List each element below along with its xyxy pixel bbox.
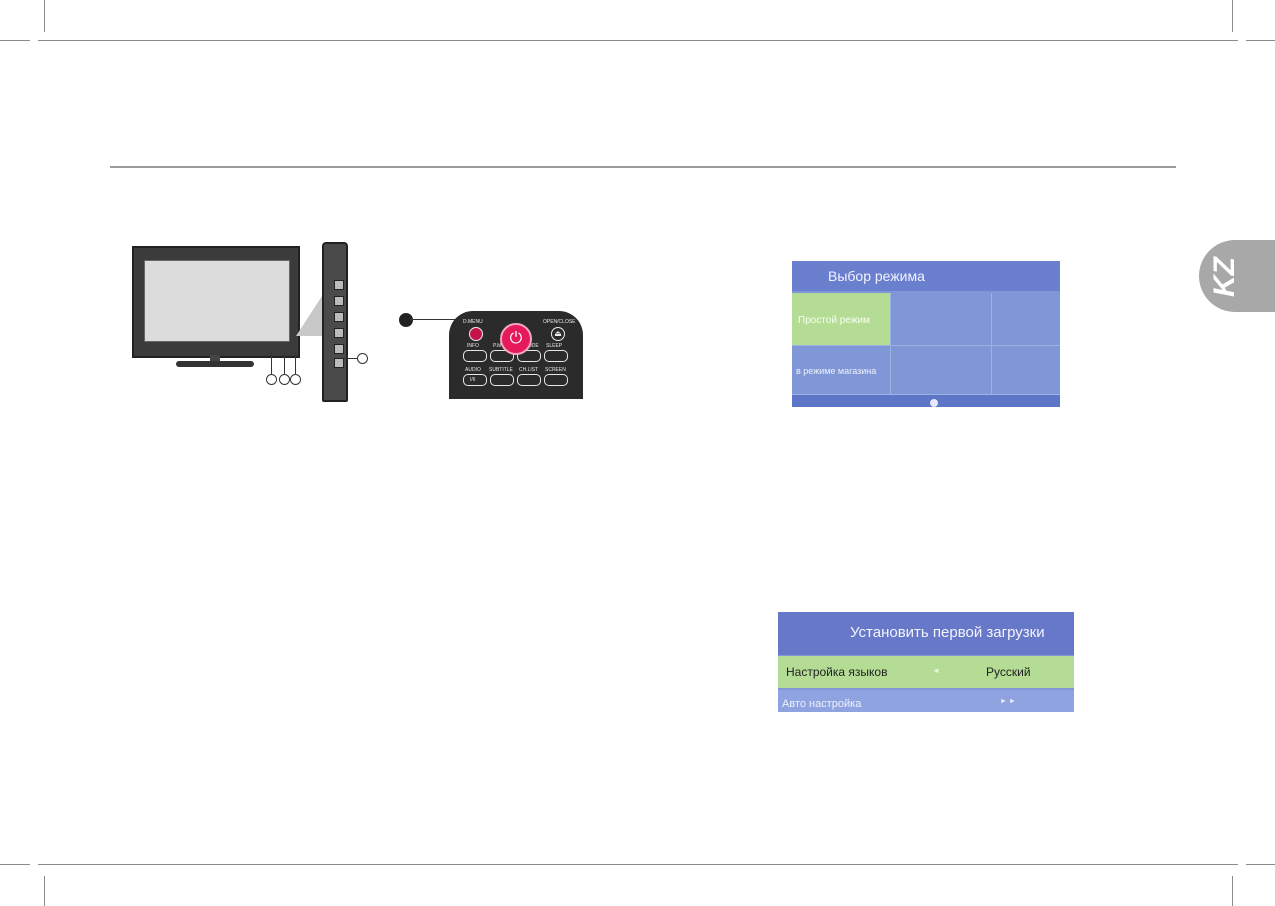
callout-line <box>344 358 358 359</box>
side-button <box>334 280 344 290</box>
remote-control-illustration: D.MENU OPEN/CLOSE ⏏ INFO P.MODE S.MODE S… <box>449 311 583 399</box>
chlist-button <box>517 374 541 386</box>
crop-mark <box>0 864 30 865</box>
mode-menu-item-store: в режиме магазина <box>792 346 891 395</box>
mode-menu-item-simple: Простой режим <box>792 293 891 346</box>
mode-menu-title: Выбор режима <box>828 268 925 284</box>
bottom-frame-line <box>38 864 1238 865</box>
callout-marker <box>357 353 368 364</box>
language-tab: KZ <box>1199 240 1275 312</box>
setup-row-language: Настройка языков ◄ Русский <box>778 656 1074 688</box>
power-icon: ⏻ <box>509 330 523 347</box>
crop-mark <box>44 876 45 906</box>
tv-stand-neck <box>210 355 220 361</box>
arrow-left-icon: ◄ <box>932 666 940 675</box>
crop-mark <box>1246 864 1275 865</box>
sleep-label: SLEEP <box>546 343 563 349</box>
callout-marker <box>266 374 277 385</box>
mode-menu-cell <box>891 293 992 346</box>
sleep-button <box>544 350 568 362</box>
audio-button-sublabel: I/II <box>470 377 476 383</box>
crop-mark <box>0 40 30 41</box>
mode-menu-cell <box>992 293 1060 346</box>
callout-marker <box>290 374 301 385</box>
mode-menu-item-label: Простой режим <box>798 315 870 326</box>
side-button <box>334 296 344 306</box>
subtitle-label: SUBTITLE <box>489 367 513 373</box>
mode-menu-item-label: в режиме магазина <box>796 366 877 376</box>
callout-marker <box>279 374 290 385</box>
crop-mark <box>1246 40 1275 41</box>
setup-menu-header: Установить первой загрузки <box>778 612 1074 655</box>
info-label: INFO <box>467 343 479 349</box>
screen-button <box>544 374 568 386</box>
mode-menu-footer <box>792 395 1060 407</box>
side-button <box>334 312 344 322</box>
setup-row-value: Русский <box>986 665 1031 679</box>
chlist-label: CH.LIST <box>519 367 539 373</box>
mode-select-screenshot: Выбор режима Простой режим в режиме мага… <box>792 261 1060 407</box>
power-button: ⏻ <box>500 323 532 355</box>
crop-mark <box>44 0 45 32</box>
side-button <box>334 328 344 338</box>
tv-side-panel <box>322 242 348 402</box>
ok-icon <box>930 399 938 407</box>
tv-screen <box>144 260 290 342</box>
dmenu-label: D.MENU <box>463 319 483 325</box>
top-frame-line <box>38 40 1238 41</box>
screen-label: SCREEN <box>545 367 566 373</box>
side-button <box>334 358 344 368</box>
mode-menu-cell <box>891 346 992 395</box>
mode-menu-header: Выбор режима <box>792 261 1060 291</box>
openclose-label: OPEN/CLOSE <box>543 319 576 325</box>
setup-row-label: Авто настройка <box>782 698 862 710</box>
audio-label: AUDIO <box>465 367 481 373</box>
callout-line <box>271 352 272 374</box>
crop-mark <box>1232 0 1233 32</box>
setup-row-autotune: Авто настройка ► ► <box>778 690 1074 712</box>
callout-line <box>284 350 285 374</box>
audio-button: I/II <box>463 374 487 386</box>
subtitle-button <box>490 374 514 386</box>
info-button <box>463 350 487 362</box>
side-button <box>334 344 344 354</box>
setup-row-label: Настройка языков <box>786 665 888 679</box>
crop-mark <box>1232 876 1233 906</box>
section-divider <box>110 166 1176 168</box>
tv-stand-base <box>176 361 254 367</box>
callout-line <box>295 352 296 374</box>
mode-menu-cell <box>992 346 1060 395</box>
eject-icon: ⏏ <box>551 327 565 341</box>
language-tab-label: KZ <box>1208 257 1241 297</box>
setup-menu-title: Установить первой загрузки <box>850 624 1045 641</box>
power-callout-dot <box>399 313 413 327</box>
tv-front-illustration <box>132 246 300 358</box>
dmenu-button <box>469 327 483 341</box>
first-setup-screenshot: Установить первой загрузки Настройка язы… <box>778 612 1074 712</box>
setup-row-value: ► ► <box>1000 698 1016 705</box>
